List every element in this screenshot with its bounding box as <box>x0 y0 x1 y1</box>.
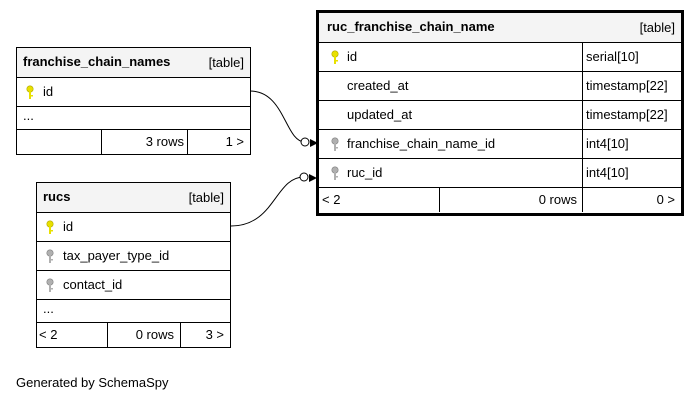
table-ruc-franchise-chain-name[interactable]: ruc_franchise_chain_name [table] id seri… <box>316 10 684 216</box>
table-header: franchise_chain_names [table] <box>17 48 250 77</box>
column-row[interactable]: franchise_chain_name_id int4[10] <box>319 129 681 158</box>
column-name: contact_id <box>63 277 123 292</box>
table-franchise-chain-names[interactable]: franchise_chain_names [table] id ... 3 r… <box>16 47 251 155</box>
foreign-key-icon <box>46 249 54 263</box>
column-row[interactable]: ruc_id int4[10] <box>319 158 681 187</box>
column-name: id <box>43 84 54 99</box>
ellipsis: ... <box>43 301 54 316</box>
column-type: timestamp[22] <box>586 78 668 93</box>
column-name: franchise_chain_name_id <box>347 136 496 151</box>
column-row[interactable]: tax_payer_type_id <box>37 241 230 270</box>
ellipsis: ... <box>23 108 34 123</box>
primary-key-icon <box>46 220 54 234</box>
column-name: id <box>63 219 74 234</box>
column-row[interactable]: updated_at timestamp[22] <box>319 100 681 129</box>
column-type: int4[10] <box>586 136 629 151</box>
table-name: rucs <box>43 189 71 204</box>
row-count: 3 rows <box>145 134 184 149</box>
table-type: [table] <box>208 55 244 70</box>
row-count: 0 rows <box>538 192 577 207</box>
column-row[interactable]: id <box>37 212 230 241</box>
generated-by-text: Generated by SchemaSpy <box>16 375 169 390</box>
table-footer: < 2 0 rows 3 > <box>37 322 230 347</box>
child-count: 1 > <box>225 134 244 149</box>
column-name: tax_payer_type_id <box>63 248 170 263</box>
column-row[interactable]: id <box>17 77 250 106</box>
table-header: rucs [table] <box>37 183 230 212</box>
relation-franchise-to-link <box>249 90 306 143</box>
parent-count: < 2 <box>39 327 58 342</box>
column-row[interactable]: contact_id <box>37 270 230 299</box>
table-header: ruc_franchise_chain_name [table] <box>319 13 681 42</box>
table-footer: < 2 0 rows 0 > <box>319 187 681 212</box>
table-name: franchise_chain_names <box>23 54 171 69</box>
foreign-key-icon <box>331 137 339 151</box>
relation-end-arrow <box>310 139 318 147</box>
foreign-key-icon <box>46 278 54 292</box>
more-columns-row: ... <box>17 106 250 129</box>
column-name: updated_at <box>347 107 413 122</box>
primary-key-icon <box>331 50 339 64</box>
column-name: created_at <box>347 78 409 93</box>
more-columns-row: ... <box>37 299 230 322</box>
child-count: 0 > <box>656 192 675 207</box>
column-type: serial[10] <box>586 49 639 64</box>
child-count: 3 > <box>205 327 224 342</box>
table-footer: 3 rows 1 > <box>17 129 250 154</box>
relation-end-circle <box>299 172 309 182</box>
parent-count: < 2 <box>322 192 341 207</box>
column-type: int4[10] <box>586 165 629 180</box>
table-type: [table] <box>188 190 224 205</box>
column-name: ruc_id <box>347 165 383 180</box>
relation-rucs-to-link <box>230 176 305 227</box>
relation-end-circle <box>300 137 310 147</box>
primary-key-icon <box>26 85 34 99</box>
table-rucs[interactable]: rucs [table] id tax_payer_type_id contac… <box>36 182 231 348</box>
column-row[interactable]: id serial[10] <box>319 42 681 71</box>
column-name: id <box>347 49 358 64</box>
table-type: [table] <box>639 20 675 35</box>
column-type: timestamp[22] <box>586 107 668 122</box>
table-name: ruc_franchise_chain_name <box>327 19 495 34</box>
column-row[interactable]: created_at timestamp[22] <box>319 71 681 100</box>
relation-end-arrow <box>309 174 317 182</box>
foreign-key-icon <box>331 166 339 180</box>
row-count: 0 rows <box>135 327 174 342</box>
